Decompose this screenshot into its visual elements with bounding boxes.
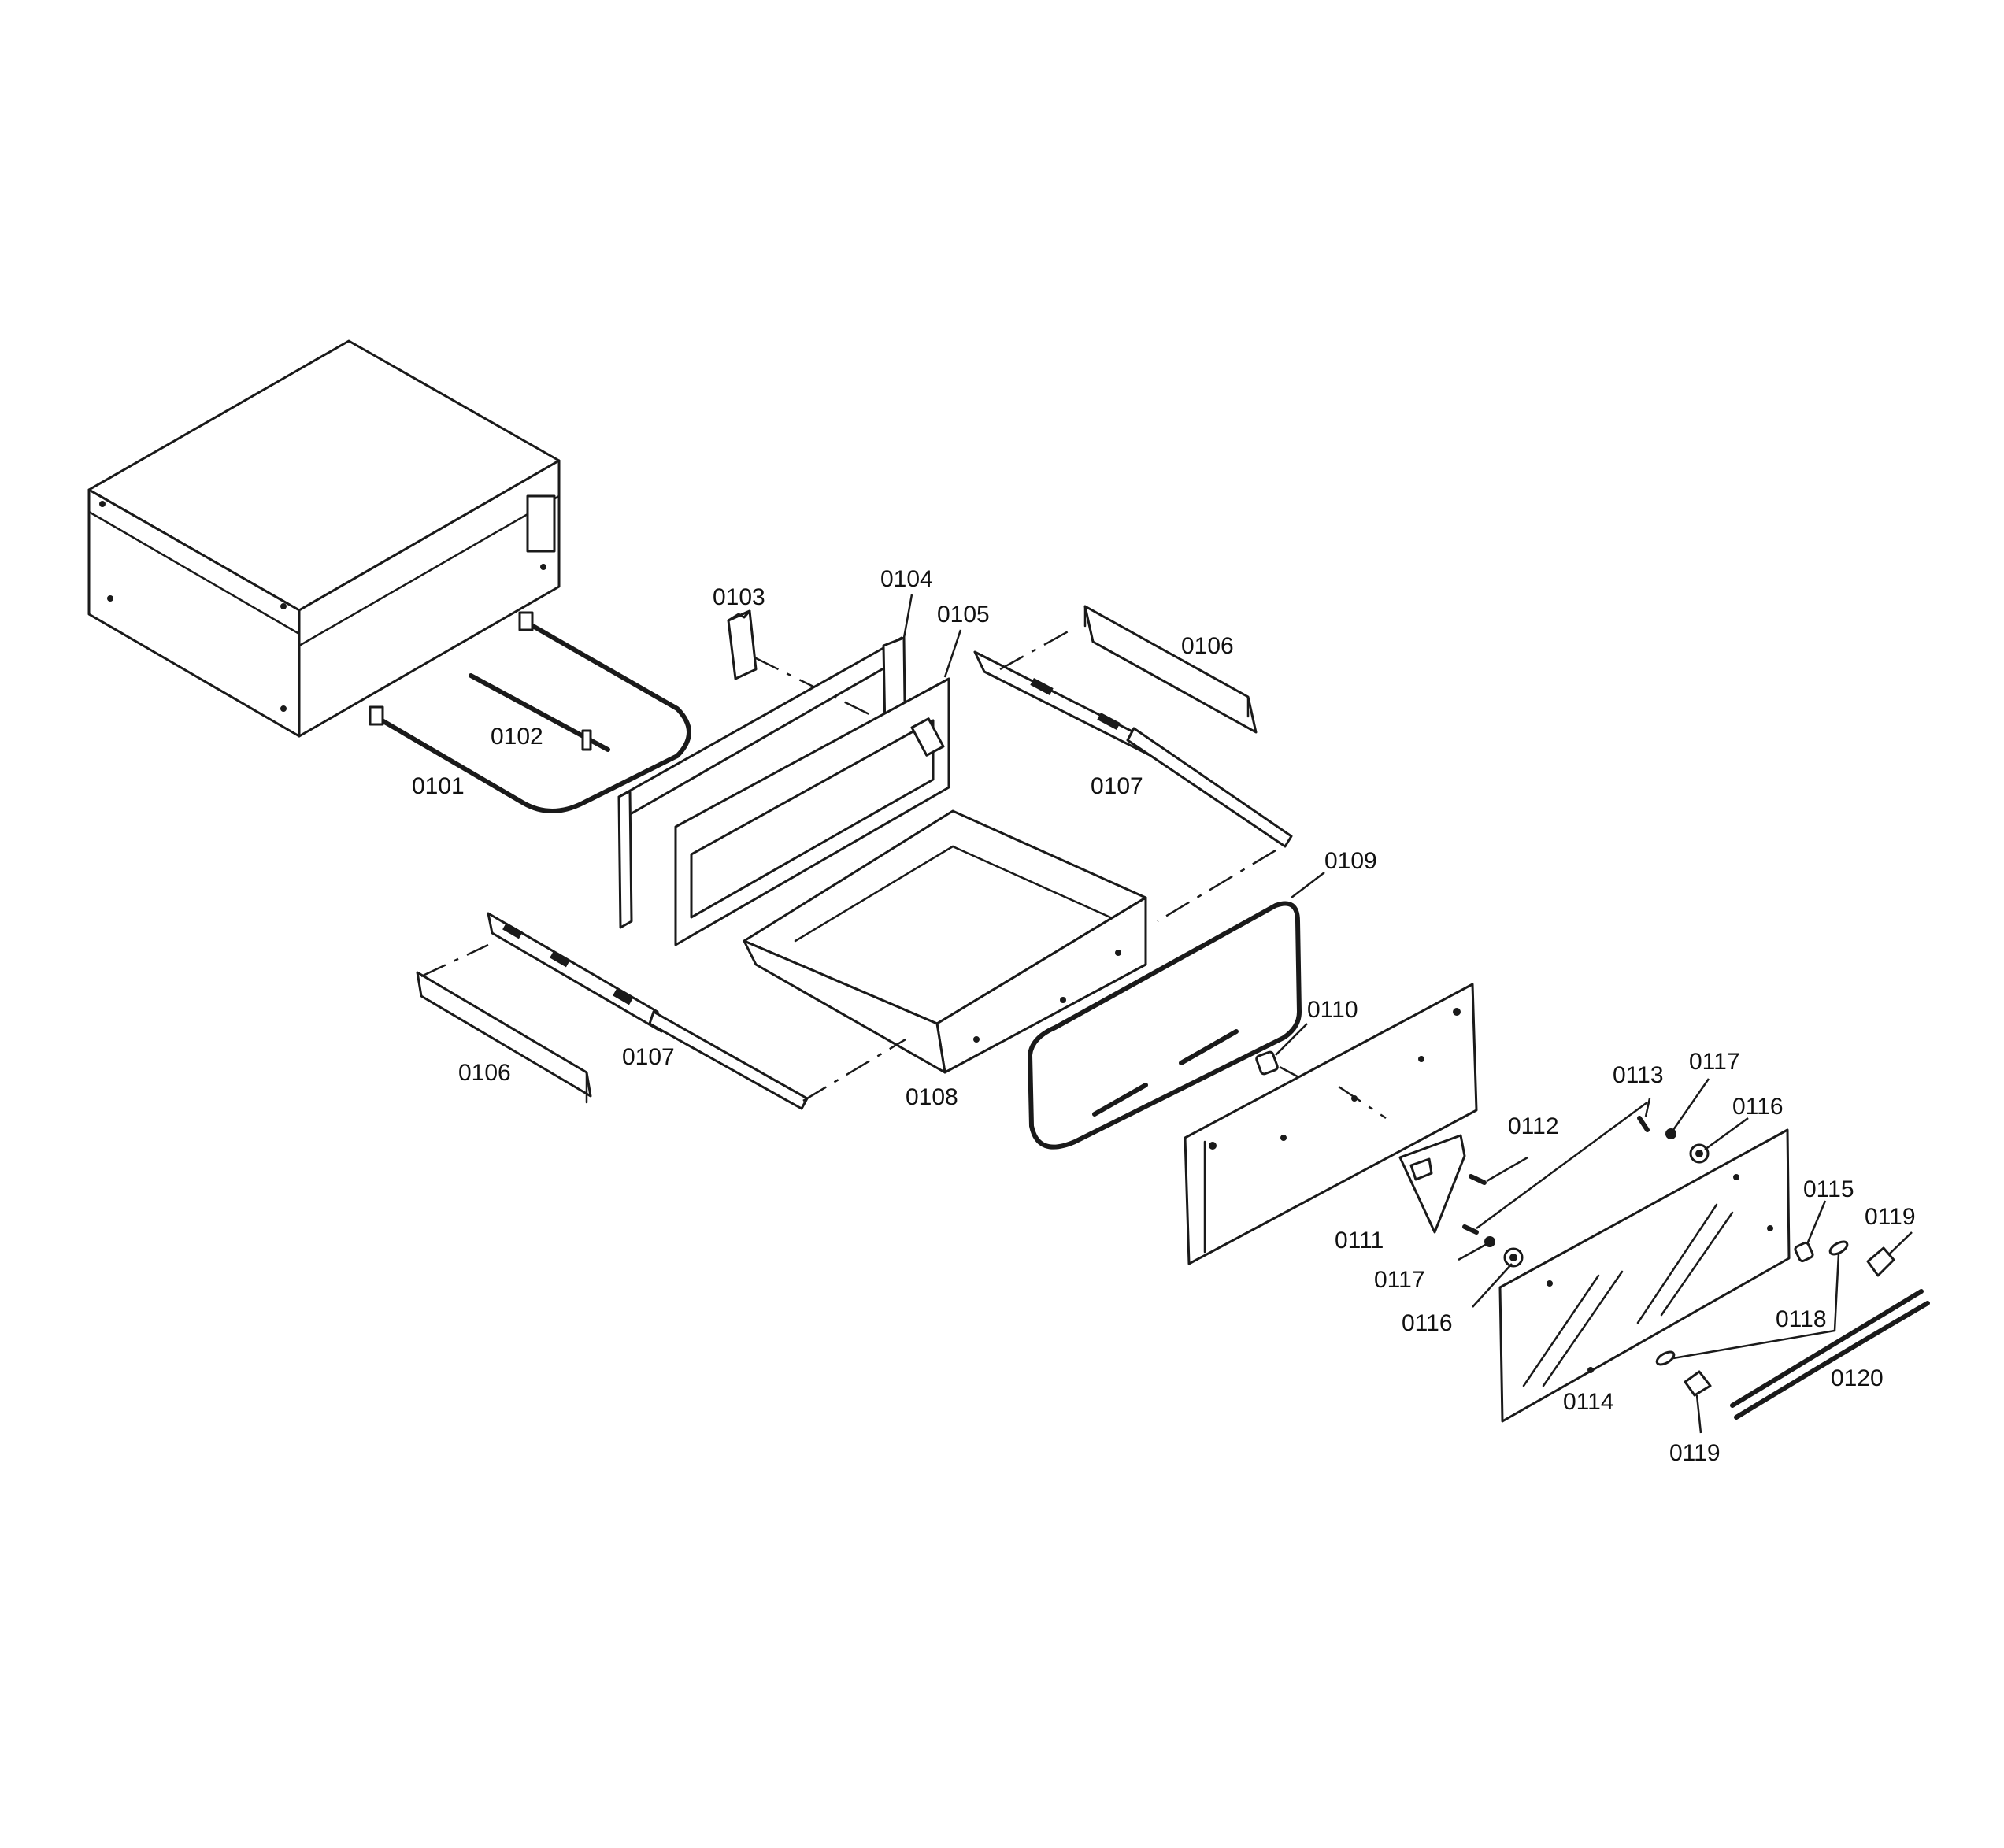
- label-0107-top: 0107: [1091, 773, 1143, 799]
- label-0111: 0111: [1335, 1228, 1384, 1254]
- label-0120: 0120: [1831, 1365, 1884, 1391]
- part-0115-standoff: [1794, 1241, 1814, 1263]
- label-0114: 0114: [1563, 1389, 1614, 1415]
- part-0118-pins: [1655, 1240, 1849, 1366]
- part-0107-slide-top: [973, 628, 1293, 923]
- label-0118: 0118: [1776, 1306, 1827, 1332]
- label-0101: 0101: [412, 773, 465, 799]
- part-0116-spacers: [1503, 1143, 1710, 1268]
- label-0102: 0102: [491, 724, 543, 750]
- label-0119-top: 0119: [1865, 1204, 1916, 1230]
- part-0106-rail-top: [1083, 605, 1258, 734]
- part-0102-sensor: [469, 673, 610, 752]
- label-0113: 0113: [1613, 1062, 1664, 1088]
- part-0107-slide-bottom: [487, 912, 906, 1110]
- label-0108: 0108: [906, 1084, 958, 1110]
- label-0115: 0115: [1803, 1176, 1854, 1202]
- label-0109: 0109: [1324, 848, 1377, 874]
- label-0104: 0104: [880, 566, 933, 592]
- part-0111-bracket: [1398, 1134, 1466, 1234]
- label-0112: 0112: [1508, 1113, 1559, 1139]
- part-0105-frame: [674, 677, 950, 946]
- part-0106-rail-bottom: [416, 943, 592, 1104]
- leader-lines: [902, 594, 1913, 1434]
- part-0120-handle: [1730, 1289, 1930, 1420]
- label-0103: 0103: [713, 584, 765, 610]
- part-0101-element: [369, 611, 691, 813]
- label-0106-top: 0106: [1181, 633, 1234, 659]
- callout-labels: 0101 0102 0103 0104 0105 0106 0107 0106 …: [412, 566, 1916, 1466]
- label-0107-bottom: 0107: [622, 1044, 675, 1070]
- label-0105: 0105: [937, 602, 990, 628]
- part-inner-door-panel: [1184, 983, 1478, 1265]
- label-0106-bottom: 0106: [458, 1060, 511, 1086]
- label-0116-bottom: 0116: [1402, 1310, 1453, 1336]
- label-0110: 0110: [1307, 997, 1358, 1023]
- part-0117-washers: [1484, 1128, 1676, 1247]
- part-0113-screws: [1462, 1116, 1650, 1235]
- part-0109-door-gasket: [1028, 901, 1302, 1150]
- part-0112-screw: [1469, 1156, 1528, 1185]
- label-0117-top: 0117: [1689, 1049, 1740, 1075]
- part-0101-housing: [87, 339, 561, 738]
- label-0117-bottom: 0117: [1374, 1267, 1425, 1293]
- label-0119-bottom: 0119: [1669, 1440, 1721, 1466]
- label-0116-top: 0116: [1732, 1094, 1784, 1120]
- part-0108-drawer: [743, 809, 1147, 1074]
- part-0114-glass: [1498, 1128, 1791, 1423]
- part-0119-caps: [1684, 1246, 1895, 1397]
